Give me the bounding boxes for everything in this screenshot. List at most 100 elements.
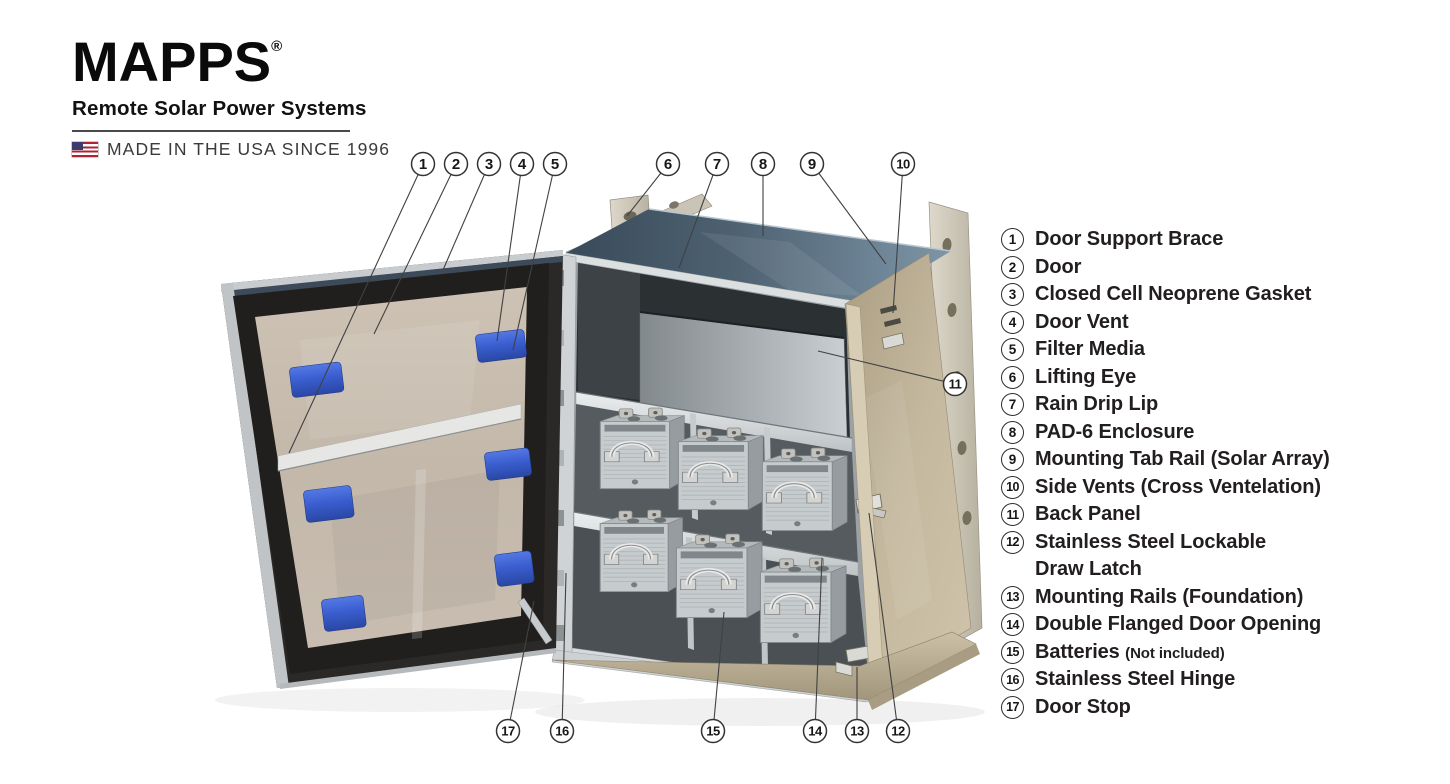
legend-item-15: 15 Batteries (Not included) [1001, 639, 1330, 667]
callout-number-8: 8 [759, 156, 767, 173]
brand-block: MAPPS® Remote Solar Power Systems MADE I… [72, 34, 390, 160]
legend-number-badge: 8 [1001, 420, 1024, 444]
legend-label: Door Vent [1035, 310, 1129, 333]
legend-number-badge: 2 [1001, 255, 1024, 279]
callout-line-7 [678, 163, 718, 269]
legend-number: 6 [1008, 369, 1017, 385]
battery [760, 558, 846, 642]
legend-label: Door [1035, 255, 1082, 278]
callout-circle-16 [549, 718, 575, 744]
callout-number-3: 3 [485, 156, 493, 173]
legend-item-1: 1 Door Support Brace [1001, 226, 1330, 254]
brand-logo: MAPPS® [72, 30, 283, 93]
legend-number-badge: 5 [1001, 338, 1024, 362]
legend-number-badge: 3 [1001, 283, 1024, 307]
callout-line-16 [561, 572, 567, 732]
callout-line-9 [811, 163, 887, 265]
legend-number: 4 [1008, 314, 1017, 330]
legend-number: 11 [1006, 507, 1019, 522]
brand-tagline: Remote Solar Power Systems [72, 97, 367, 120]
callout-circle-15 [700, 718, 726, 744]
brand-origin: MADE IN THE USA SINCE 1996 [72, 139, 390, 160]
legend-number: 3 [1008, 287, 1017, 303]
callout-number-13: 13 [850, 724, 864, 739]
legend-label: Door Support Brace [1035, 228, 1224, 251]
legend-number-badge: 4 [1001, 310, 1024, 334]
legend-number: 16 [1006, 672, 1019, 687]
legend-label: Door Stop [1035, 695, 1131, 718]
door-support-brace [277, 403, 522, 472]
callout-line-3 [442, 163, 490, 271]
callout-number-2: 2 [452, 156, 460, 173]
callout-number-1: 1 [419, 156, 427, 173]
callout-line-4 [496, 163, 523, 342]
callout-number-5: 5 [551, 156, 559, 173]
legend-number: 17 [1006, 700, 1019, 715]
callout-line-17 [507, 600, 535, 732]
legend-number: 13 [1006, 590, 1019, 605]
legend-number-badge: 1 [1001, 228, 1024, 252]
legend-label: Double Flanged Door Opening [1035, 613, 1322, 636]
callout-circle-1 [410, 151, 436, 177]
legend-number-badge: 11 [1001, 503, 1024, 527]
legend-number-badge: 16 [1001, 668, 1024, 692]
legend-label: Mounting Rails (Foundation) [1035, 585, 1304, 608]
callout-circle-10 [890, 151, 916, 177]
cabinet [551, 193, 983, 710]
battery [678, 428, 763, 510]
callout-circle-8 [750, 151, 776, 177]
legend-number: 5 [1008, 342, 1017, 358]
callout-number-4: 4 [518, 156, 527, 173]
legend-number-badge: 10 [1001, 475, 1024, 499]
gasket [233, 263, 549, 674]
legend-number-badge: 7 [1001, 393, 1024, 417]
legend-item-17: 17 Door Stop [1001, 694, 1330, 722]
callout-circle-11 [942, 371, 968, 397]
legend-number: 9 [1008, 452, 1017, 468]
legend-number: 15 [1006, 645, 1019, 660]
brand-divider [72, 130, 350, 132]
legend-label: Stainless Steel Lockable [1035, 530, 1267, 553]
registered-mark-icon: ® [271, 38, 283, 55]
battery [762, 448, 847, 531]
callout-line-15 [712, 611, 725, 732]
legend-item-2: 2 Door [1001, 254, 1330, 282]
callout-circle-14 [802, 718, 828, 744]
legend-number: 10 [1006, 480, 1019, 495]
legend-number: 14 [1006, 617, 1019, 632]
callout-number-7: 7 [713, 156, 721, 173]
callout-number-17: 17 [501, 724, 515, 739]
legend-item-14: 14 Double Flanged Door Opening [1001, 611, 1330, 639]
legend-item-13: 13 Mounting Rails (Foundation) [1001, 584, 1330, 612]
callout-line-1 [288, 163, 424, 454]
legend-label: Batteries (Not included) [1035, 640, 1225, 663]
callout-circle-12 [885, 718, 911, 744]
legend-number-badge: 12 [1001, 530, 1024, 554]
legend-number-badge: 17 [1001, 695, 1024, 719]
legend-number-badge: 9 [1001, 448, 1024, 472]
callout-circle-3 [476, 151, 502, 177]
callout-circle-17 [495, 718, 521, 744]
battery [676, 534, 762, 618]
legend-number: 8 [1008, 424, 1017, 440]
battery [600, 408, 684, 489]
callout-line-14 [814, 557, 823, 732]
legend-note: (Not included) [1125, 644, 1225, 662]
callout-line-5 [512, 163, 556, 351]
callout-circle-7 [704, 151, 730, 177]
callout-line-12 [868, 512, 899, 732]
usa-flag-icon [72, 142, 98, 157]
legend-item-12-line2: Draw Latch [1001, 556, 1330, 584]
legend-number: 7 [1008, 397, 1017, 413]
